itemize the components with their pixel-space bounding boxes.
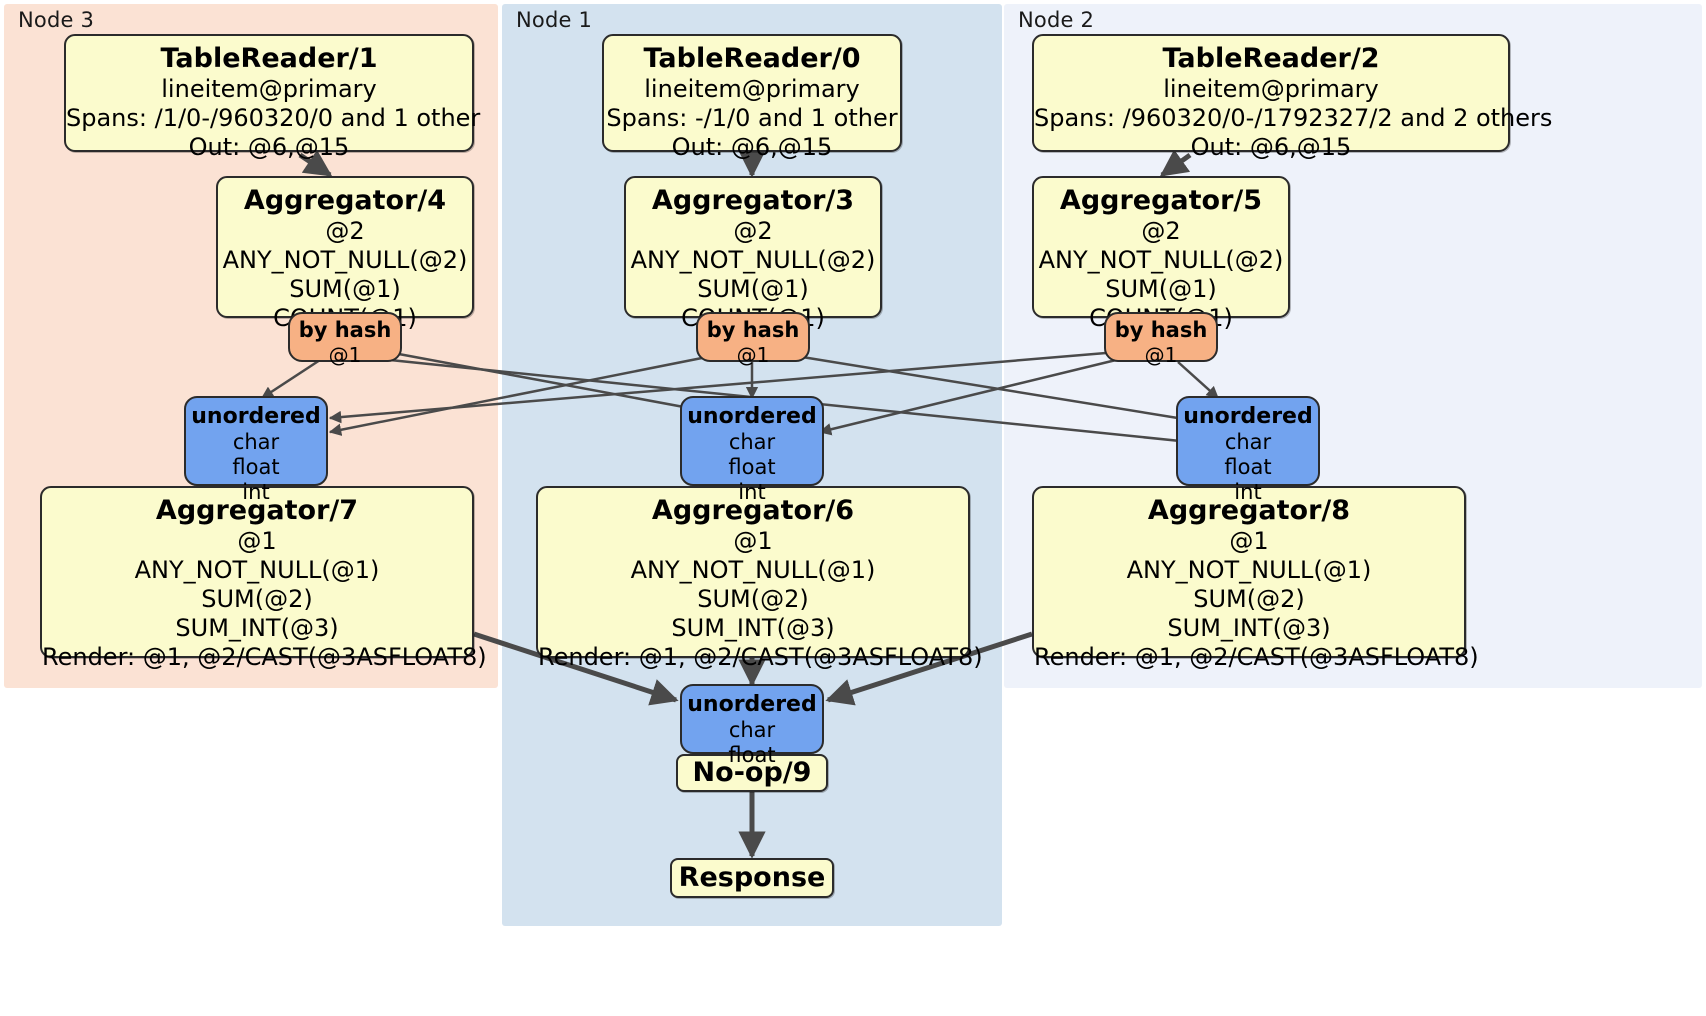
synchronizer-node2-type-2: int [1234,480,1262,504]
router-by-hash-node1-title: by hash [706,318,800,342]
table-reader-1[interactable]: TableReader/1 lineitem@primary Spans: /1… [64,34,481,161]
synchronizer-node3-title: unordered [191,404,321,429]
no-op-9-title: No-op/9 [692,757,812,788]
table-reader-2[interactable]: TableReader/2 lineitem@primary Spans: /9… [1032,34,1553,161]
aggregator-8-agg3: SUM_INT(@3) [1167,614,1331,642]
aggregator-8-title: Aggregator/8 [1147,495,1351,526]
router-by-hash-node2[interactable]: by hash @1 [1104,312,1218,367]
table-reader-1-spans: Spans: /1/0-/960320/0 and 1 other [66,104,481,132]
synchronizer-final-type-1: float [728,743,776,767]
aggregator-6-title: Aggregator/6 [651,495,855,526]
aggregator-3-title: Aggregator/3 [651,185,855,216]
synchronizer-node2-type-0: char [1224,430,1272,454]
aggregator-6-group: @1 [733,527,773,555]
aggregator-5-group: @2 [1141,217,1181,245]
aggregator-8-render: Render: @1, @2/CAST(@3ASFLOAT8) [1034,643,1479,671]
aggregator-8[interactable]: Aggregator/8 @1 ANY_NOT_NULL(@1) SUM(@2)… [1032,486,1479,671]
table-reader-2-out: Out: @6,@15 [1190,133,1352,161]
synchronizer-node2[interactable]: unordered char float int [1176,396,1320,504]
no-op-9[interactable]: No-op/9 [676,754,828,792]
router-by-hash-node1[interactable]: by hash @1 [696,312,810,367]
router-by-hash-node3[interactable]: by hash @1 [288,312,402,367]
synchronizer-node1-type-0: char [728,430,776,454]
response-box[interactable]: Response [670,858,834,898]
aggregator-8-agg2: SUM(@2) [1193,585,1305,613]
aggregator-6-render: Render: @1, @2/CAST(@3ASFLOAT8) [538,643,983,671]
synchronizer-node3-type-0: char [232,430,280,454]
table-reader-1-out: Out: @6,@15 [188,133,350,161]
aggregator-3-agg2: SUM(@1) [697,275,809,303]
aggregator-4-agg1: ANY_NOT_NULL(@2) [222,246,468,274]
router-by-hash-node2-title: by hash [1114,318,1208,342]
aggregator-3-agg1: ANY_NOT_NULL(@2) [630,246,876,274]
response-title: Response [678,862,826,893]
synchronizer-node1-title: unordered [687,404,817,429]
node-label-node3: Node 3 [18,8,95,32]
router-by-hash-node1-column: @1 [736,343,770,367]
table-reader-0-spans: Spans: -/1/0 and 1 other [606,104,898,132]
aggregator-8-agg1: ANY_NOT_NULL(@1) [1126,556,1372,584]
aggregator-7-render: Render: @1, @2/CAST(@3ASFLOAT8) [42,643,487,671]
router-by-hash-node2-column: @1 [1144,343,1178,367]
table-reader-0-table: lineitem@primary [644,75,860,103]
aggregator-6-agg1: ANY_NOT_NULL(@1) [630,556,876,584]
synchronizer-node3[interactable]: unordered char float int [184,396,328,504]
aggregator-7-agg3: SUM_INT(@3) [175,614,339,642]
aggregator-7-group: @1 [237,527,277,555]
aggregator-8-group: @1 [1229,527,1269,555]
table-reader-1-title: TableReader/1 [160,43,378,74]
aggregator-7-title: Aggregator/7 [155,495,359,526]
aggregator-3-group: @2 [733,217,773,245]
aggregator-4-agg2: SUM(@1) [289,275,401,303]
table-reader-2-title: TableReader/2 [1162,43,1380,74]
table-reader-1-table: lineitem@primary [161,75,377,103]
aggregator-7[interactable]: Aggregator/7 @1 ANY_NOT_NULL(@1) SUM(@2)… [40,486,487,671]
synchronizer-node1-type-1: float [728,455,776,479]
aggregator-7-agg1: ANY_NOT_NULL(@1) [134,556,380,584]
aggregator-5-agg1: ANY_NOT_NULL(@2) [1038,246,1284,274]
table-reader-0-out: Out: @6,@15 [671,133,833,161]
table-reader-2-table: lineitem@primary [1163,75,1379,103]
synchronizer-node2-type-1: float [1224,455,1272,479]
table-reader-0[interactable]: TableReader/0 lineitem@primary Spans: -/… [602,34,902,161]
synchronizer-final[interactable]: unordered char float [680,684,824,767]
aggregator-6-agg3: SUM_INT(@3) [671,614,835,642]
synchronizer-node2-title: unordered [1183,404,1313,429]
aggregator-4[interactable]: Aggregator/4 @2 ANY_NOT_NULL(@2) SUM(@1)… [216,176,474,332]
synchronizer-node1-type-2: int [738,480,766,504]
aggregator-6-agg2: SUM(@2) [697,585,809,613]
aggregator-5[interactable]: Aggregator/5 @2 ANY_NOT_NULL(@2) SUM(@1)… [1032,176,1290,332]
aggregator-5-title: Aggregator/5 [1059,185,1263,216]
aggregator-6[interactable]: Aggregator/6 @1 ANY_NOT_NULL(@1) SUM(@2)… [536,486,983,671]
node-label-node1: Node 1 [516,8,593,32]
router-by-hash-node3-column: @1 [328,343,362,367]
aggregator-4-group: @2 [325,217,365,245]
node-label-node2: Node 2 [1018,8,1095,32]
router-by-hash-node3-title: by hash [298,318,392,342]
table-reader-0-title: TableReader/0 [643,43,861,74]
synchronizer-final-title: unordered [687,692,817,717]
synchronizer-node3-type-2: int [242,480,270,504]
table-reader-2-spans: Spans: /960320/0-/1792327/2 and 2 others [1034,104,1553,132]
aggregator-7-agg2: SUM(@2) [201,585,313,613]
aggregator-5-agg2: SUM(@1) [1105,275,1217,303]
synchronizer-final-type-0: char [728,718,776,742]
synchronizer-node1[interactable]: unordered char float int [680,396,824,504]
aggregator-3[interactable]: Aggregator/3 @2 ANY_NOT_NULL(@2) SUM(@1)… [624,176,882,332]
synchronizer-node3-type-1: float [232,455,280,479]
aggregator-4-title: Aggregator/4 [243,185,447,216]
